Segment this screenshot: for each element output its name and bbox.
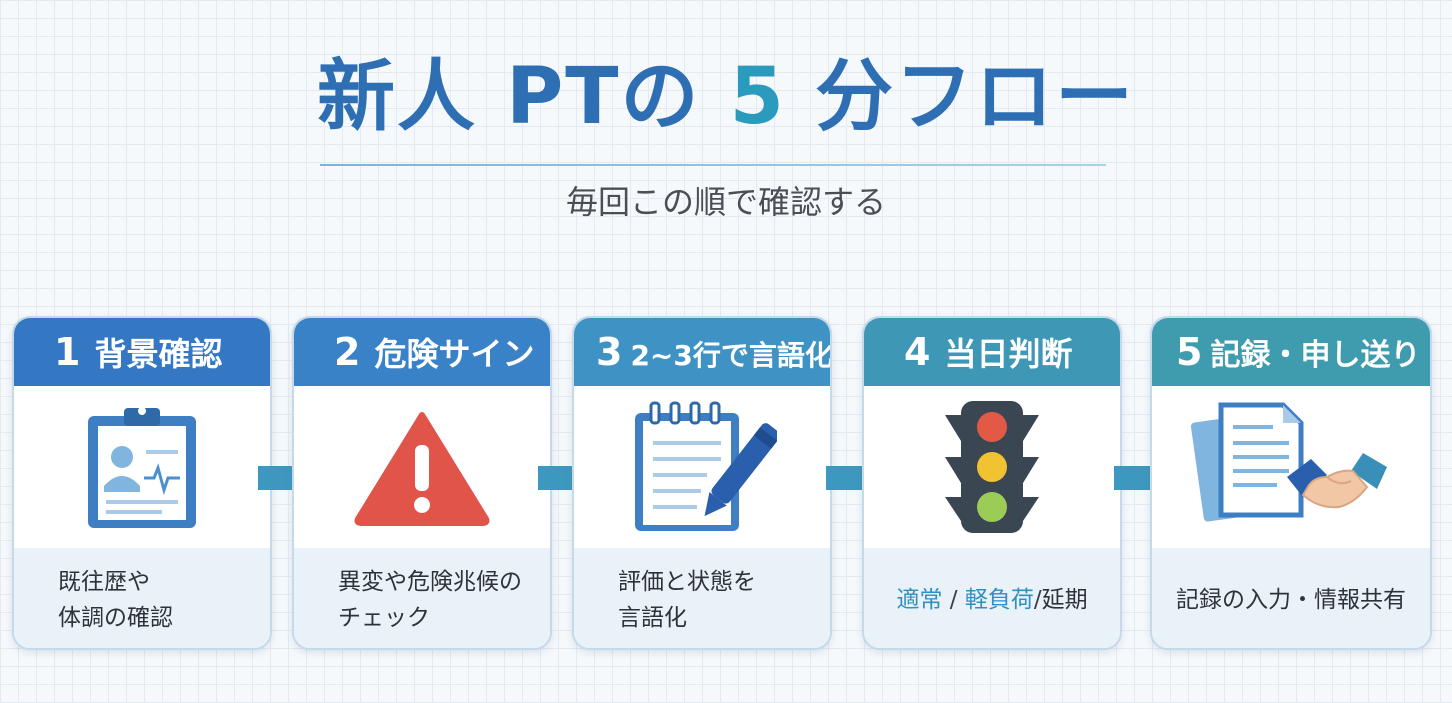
clipboard-profile-icon (88, 407, 196, 528)
title-divider (320, 164, 1106, 166)
step-description-2: 異変や危険兆候の チェック (294, 548, 550, 648)
documents-handshake-icon (1191, 402, 1387, 522)
decision-light-load: 軽負荷 (964, 587, 1034, 613)
step-icon-area (1152, 386, 1430, 548)
step-desc-line: 体調の確認 (58, 605, 173, 631)
step-header-4: 4 当日判断 (864, 318, 1120, 386)
title-prefix: 新人 PTの (316, 52, 730, 142)
step-desc-line: 異変や危険兆候の (338, 569, 522, 595)
step-title: 当日判断 (944, 335, 1073, 373)
page-title: 新人 PTの 5 分フロー (0, 52, 1452, 142)
step-icon-area (864, 386, 1120, 548)
step-desc-line: 適常 / 軽負荷/延期 (896, 582, 1087, 618)
step-desc-line: 記録の入力・情報共有 (1176, 587, 1406, 613)
step-desc-line: チェック (338, 605, 430, 631)
title-suffix: 分フロー (785, 52, 1136, 142)
step-card-2: 2 危険サイン 異変や危険兆候の チェック (292, 316, 552, 650)
step-description-3: 評価と状態を 言語化 (574, 548, 830, 648)
step-description-1: 既往歴や 体調の確認 (14, 548, 270, 648)
step-number: 5 (1176, 330, 1203, 374)
step-desc-line: 評価と状態を (618, 569, 756, 595)
step-number: 1 (54, 330, 81, 374)
decision-postpone: 延期 (1041, 587, 1088, 613)
step-header-1: 1 背景確認 (14, 318, 270, 386)
step-title: 2~3行で言語化 (630, 339, 832, 372)
step-desc-line: 既往歴や (58, 569, 150, 595)
step-card-1: 1 背景確認 既往歴や 体調の確認 (12, 316, 272, 650)
step-icon-area (14, 386, 270, 548)
step-number: 2 (334, 330, 361, 374)
step-description-5: 記録の入力・情報共有 (1152, 548, 1430, 648)
step-description-4: 適常 / 軽負荷/延期 (864, 548, 1120, 648)
step-icon-area (574, 386, 830, 548)
title-number: 5 (729, 52, 786, 142)
step-number: 3 (596, 330, 623, 374)
decision-separator: / (949, 587, 958, 613)
decision-normal: 適常 (896, 587, 943, 613)
notepad-pen-icon (635, 401, 777, 531)
step-title: 記録・申し送り (1210, 338, 1421, 373)
decision-separator: / (1033, 587, 1042, 613)
step-title: 背景確認 (94, 335, 223, 373)
traffic-light-icon (945, 401, 1039, 533)
page-subtitle: 毎回この順で確認する (565, 183, 886, 221)
warning-triangle-icon (354, 412, 490, 526)
step-desc-line: 言語化 (618, 605, 687, 631)
step-header-2: 2 危険サイン (294, 318, 550, 386)
step-icon-area (294, 386, 550, 548)
step-title: 危険サイン (374, 335, 535, 373)
step-number: 4 (904, 330, 931, 374)
